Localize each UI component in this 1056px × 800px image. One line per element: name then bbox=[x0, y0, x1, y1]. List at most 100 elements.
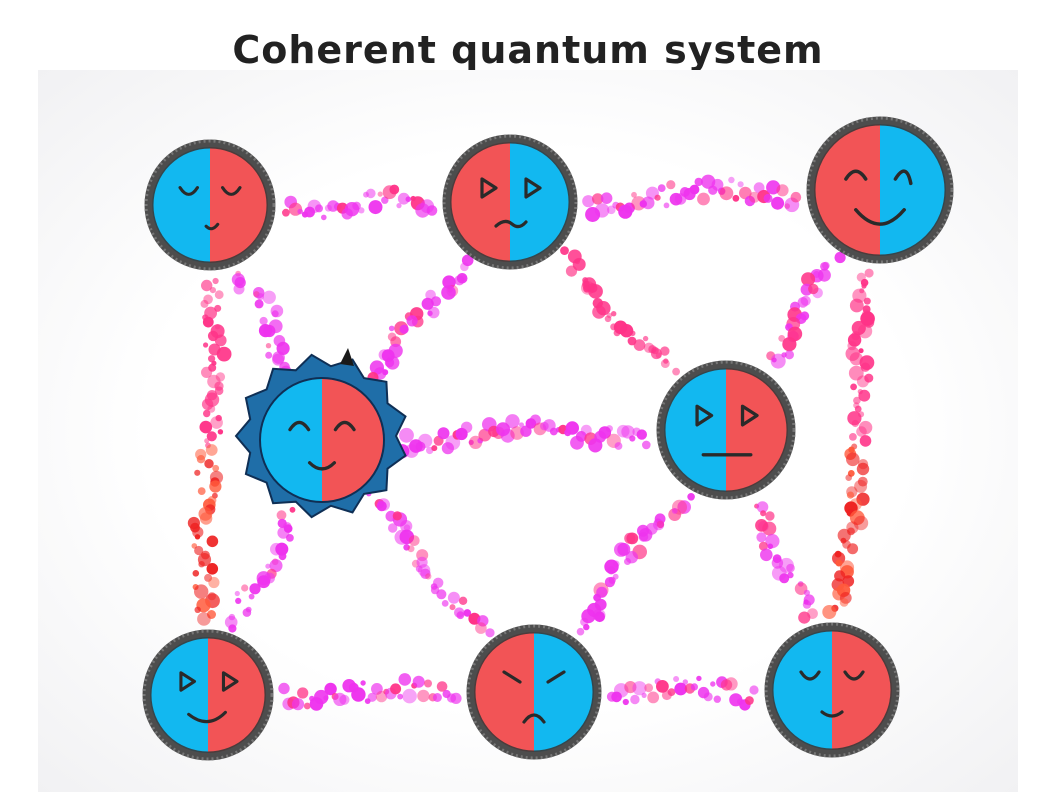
outline bbox=[442, 134, 578, 270]
link-dot bbox=[803, 589, 811, 596]
node-center-left-scientist bbox=[234, 348, 407, 519]
link-top-right-bottom-right bbox=[822, 268, 875, 619]
node-top-right bbox=[806, 116, 954, 264]
link-dot bbox=[802, 600, 812, 609]
eye bbox=[843, 670, 865, 681]
link-bottom-left-bottom-center bbox=[278, 673, 462, 711]
node-top-left bbox=[144, 139, 276, 271]
link-dot bbox=[265, 343, 272, 349]
link-dot bbox=[277, 526, 290, 539]
link-dot bbox=[265, 563, 271, 569]
link-top-center-top-right bbox=[582, 174, 802, 222]
link-dot bbox=[456, 273, 468, 284]
link-dot bbox=[660, 359, 670, 368]
link-dot bbox=[441, 285, 456, 300]
link-dot bbox=[813, 271, 820, 278]
link-dot bbox=[817, 268, 831, 282]
outline bbox=[259, 377, 385, 503]
link-dot bbox=[460, 421, 473, 433]
link-dot bbox=[196, 455, 206, 464]
link-dot bbox=[860, 362, 871, 372]
nodes-layer bbox=[142, 116, 954, 761]
link-dot bbox=[776, 184, 789, 197]
link-dot bbox=[400, 520, 413, 533]
link-dot bbox=[520, 425, 532, 437]
eye bbox=[695, 404, 714, 427]
link-dot bbox=[206, 431, 217, 442]
link-dot bbox=[442, 275, 456, 289]
link-dot bbox=[478, 428, 492, 442]
link-dot bbox=[611, 311, 617, 317]
link-dot bbox=[254, 299, 264, 309]
link-dot bbox=[408, 535, 420, 546]
outline-fuzz bbox=[466, 624, 602, 760]
link-dot bbox=[314, 689, 329, 705]
link-dot bbox=[732, 194, 740, 202]
outline bbox=[764, 622, 900, 758]
eye bbox=[799, 670, 821, 681]
mouth bbox=[820, 710, 844, 718]
link-dot bbox=[321, 214, 327, 221]
link-dot bbox=[636, 429, 647, 440]
mouth bbox=[854, 208, 906, 226]
link-dot bbox=[853, 396, 861, 405]
link-dot bbox=[745, 696, 754, 705]
link-dot bbox=[663, 202, 670, 209]
link-dot bbox=[259, 316, 268, 326]
link-dot bbox=[367, 692, 377, 702]
link-dot bbox=[641, 196, 655, 210]
link-dot bbox=[477, 615, 489, 627]
link-dot bbox=[696, 675, 702, 682]
outline bbox=[142, 629, 274, 761]
link-dot bbox=[405, 196, 412, 202]
link-dot bbox=[642, 335, 649, 342]
link-dot bbox=[605, 425, 613, 433]
link-dot bbox=[204, 438, 210, 444]
link-dot bbox=[697, 192, 710, 206]
link-dot bbox=[765, 511, 775, 521]
link-dot bbox=[834, 251, 846, 264]
link-dot bbox=[694, 177, 703, 187]
link-dot bbox=[234, 590, 240, 597]
link-dot bbox=[631, 191, 637, 198]
link-dot bbox=[749, 191, 760, 203]
link-dot bbox=[303, 702, 311, 710]
link-dot bbox=[323, 695, 329, 701]
link-dot bbox=[315, 204, 323, 213]
link-dot bbox=[396, 203, 402, 209]
link-dot bbox=[463, 609, 472, 617]
link-dot bbox=[366, 188, 376, 199]
link-dot bbox=[849, 433, 857, 441]
link-dot bbox=[270, 542, 283, 556]
link-dot bbox=[624, 532, 636, 544]
eye bbox=[524, 177, 542, 199]
link-dot bbox=[233, 283, 245, 295]
eye bbox=[893, 169, 913, 186]
link-dot bbox=[390, 683, 402, 695]
link-dot bbox=[388, 523, 398, 533]
link-dot bbox=[549, 427, 558, 436]
link-dot bbox=[604, 577, 616, 588]
link-dot bbox=[469, 618, 476, 624]
link-dot bbox=[672, 367, 680, 376]
link-dot bbox=[235, 597, 242, 605]
link-dot bbox=[687, 493, 695, 501]
link-dot bbox=[632, 681, 647, 696]
link-dot bbox=[339, 694, 350, 705]
link-dot bbox=[719, 186, 734, 201]
link-dot bbox=[822, 605, 837, 619]
link-dot bbox=[263, 324, 276, 338]
link-dot bbox=[654, 194, 661, 201]
link-dot bbox=[257, 575, 271, 589]
link-dot bbox=[576, 627, 585, 636]
link-dot bbox=[864, 373, 874, 383]
eye bbox=[333, 420, 356, 432]
link-dot bbox=[216, 346, 232, 362]
link-dot bbox=[641, 692, 647, 699]
link-dot bbox=[278, 552, 287, 561]
link-dot bbox=[204, 573, 213, 582]
link-dot bbox=[194, 545, 204, 556]
link-dot bbox=[387, 332, 397, 342]
link-dot bbox=[594, 598, 607, 611]
